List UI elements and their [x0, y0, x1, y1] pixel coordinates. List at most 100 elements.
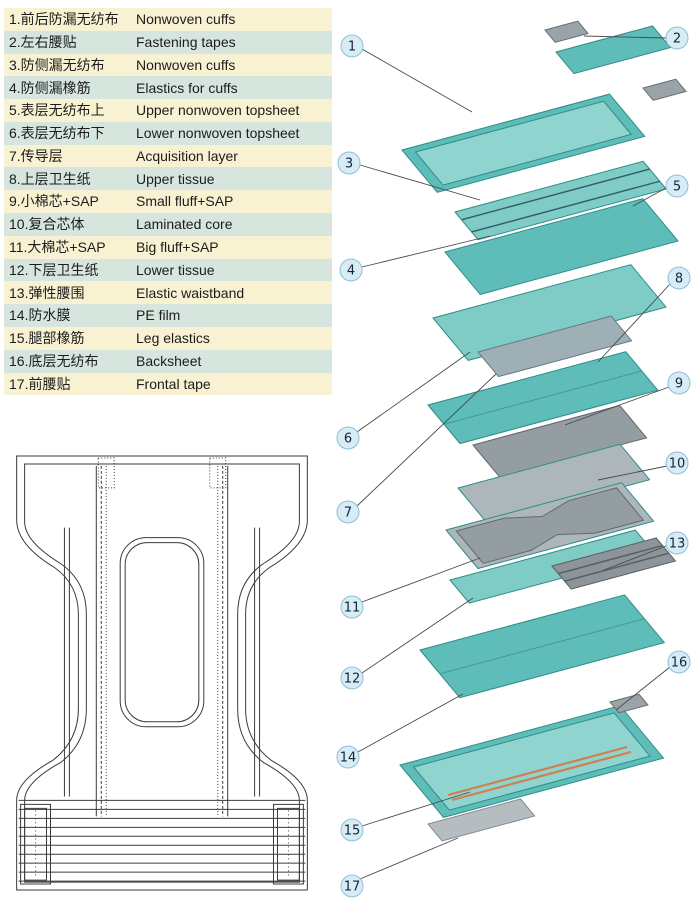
diaper-layer-shape [414, 100, 633, 186]
legend-label-en: Elastics for cuffs [136, 79, 238, 96]
callout-badge-number: 14 [340, 751, 357, 766]
legend-label-zh: 8.上层卫生纸 [9, 170, 91, 187]
callout-badge-circle [667, 266, 691, 290]
diaper-layer-shape [472, 404, 648, 478]
layer-detail-line [564, 552, 670, 582]
legend-label-zh: 7.传导层 [9, 147, 63, 164]
callout-badge-circle [336, 426, 360, 450]
callout-badge-14: 14 [336, 745, 360, 769]
legend-label-zh: 2.左右腰贴 [9, 33, 77, 50]
legend-label-en: Acquisition layer [136, 147, 238, 164]
legend-label-en: PE film [136, 307, 181, 324]
leader-line [564, 386, 670, 426]
legend-label-en: Backsheet [136, 352, 202, 369]
callout-badge-circle [340, 666, 364, 690]
diaper-layer-shape [457, 443, 651, 524]
callout-badge-number: 11 [344, 601, 361, 616]
leader-line [632, 187, 667, 207]
callout-badge-15: 15 [340, 818, 364, 842]
legend-row: 4.防侧漏橡筋 Elastics for cuffs [4, 76, 332, 100]
callout-badge-2: 2 [665, 26, 689, 50]
callout-badge-number: 8 [675, 272, 683, 287]
callout-badge-number: 4 [347, 264, 355, 279]
diaper-layer-shape [544, 20, 589, 43]
diaper-layer-shape [432, 264, 667, 361]
legend-label-zh: 4.防侧漏橡筋 [9, 79, 91, 96]
legend-label-zh: 3.防侧漏无纺布 [9, 56, 105, 73]
legend-label-en: Leg elastics [136, 330, 210, 347]
callout-badge-circle [340, 34, 364, 58]
callout-badge-5: 5 [665, 174, 689, 198]
layer-detail-line [558, 544, 663, 575]
callout-badge-circle [667, 650, 691, 674]
legend-label-zh: 6.表层无纺布下 [9, 125, 105, 142]
callout-badge-number: 12 [344, 672, 361, 687]
legend-label-zh: 15.腿部橡筋 [9, 330, 85, 347]
leader-line [597, 465, 668, 481]
callout-badge-circle [337, 151, 361, 175]
callout-badge-circle [665, 451, 689, 475]
leader-line [359, 837, 459, 880]
legend-label-en: Small fluff+SAP [136, 193, 234, 210]
legend-label-zh: 1.前后防漏无纺布 [9, 11, 119, 28]
callout-badge-circle [665, 531, 689, 555]
legend-label-en: Upper tissue [136, 170, 215, 187]
leader-line [603, 545, 667, 571]
outer-contour [17, 456, 308, 890]
callout-badge-13: 13 [665, 531, 689, 555]
legend-label-zh: 17.前腰贴 [9, 375, 71, 392]
core-outline-inner [125, 543, 199, 722]
leader-line [361, 557, 481, 603]
layer-detail-line [443, 370, 642, 425]
legend-row: 7.传导层 Acquisition layer [4, 144, 332, 168]
callout-badge-1: 1 [340, 34, 364, 58]
legend-label-en: Big fluff+SAP [136, 239, 219, 255]
callout-leader-lines [356, 35, 671, 880]
leader-line [356, 351, 471, 433]
leader-line [361, 597, 474, 674]
callout-badge-number: 5 [673, 180, 681, 195]
legend-label-en: Nonwoven cuffs [136, 11, 236, 28]
callout-badge-circle [339, 258, 363, 282]
callout-badge-number: 13 [669, 537, 686, 552]
legend-label-zh: 14.防水膜 [9, 307, 71, 324]
layer-detail-line [451, 750, 632, 802]
callout-badge-number: 7 [344, 506, 352, 521]
callout-badge-number: 6 [344, 432, 352, 447]
legend-label-zh: 5.表层无纺布上 [9, 102, 105, 119]
layer-detail-line [439, 618, 645, 675]
legend-label-en: Lower nonwoven topsheet [136, 125, 300, 142]
legend-label-en: Elastic waistband [136, 284, 245, 301]
callout-badge-9: 9 [667, 371, 691, 395]
legend-label-en: Frontal tape [136, 375, 211, 392]
callout-badge-11: 11 [340, 595, 364, 619]
callout-badge-8: 8 [667, 266, 691, 290]
callout-badge-number: 1 [348, 40, 356, 55]
leader-line [361, 235, 491, 268]
legend-label-zh: 9.小棉芯+SAP [9, 193, 99, 210]
leader-line [356, 373, 497, 507]
leader-line [583, 35, 667, 39]
callout-badge-circle [336, 500, 360, 524]
callout-badge-3: 3 [337, 151, 361, 175]
callout-badge-17: 17 [340, 874, 364, 898]
legend-label-zh: 13.弹性腰围 [9, 284, 85, 301]
callout-badge-circle [340, 874, 364, 898]
exploded-layers [399, 20, 687, 842]
callout-badge-number: 16 [671, 656, 688, 671]
diaper-layer-shape [412, 712, 651, 811]
legend-row: 13.弹性腰围 Elastic waistband [4, 281, 332, 305]
leader-line [597, 283, 671, 363]
callout-badge-circle [665, 26, 689, 50]
diaper-layer-shape [555, 25, 672, 75]
callout-badge-number: 15 [344, 824, 361, 839]
diaper-line-drawing [2, 450, 322, 898]
